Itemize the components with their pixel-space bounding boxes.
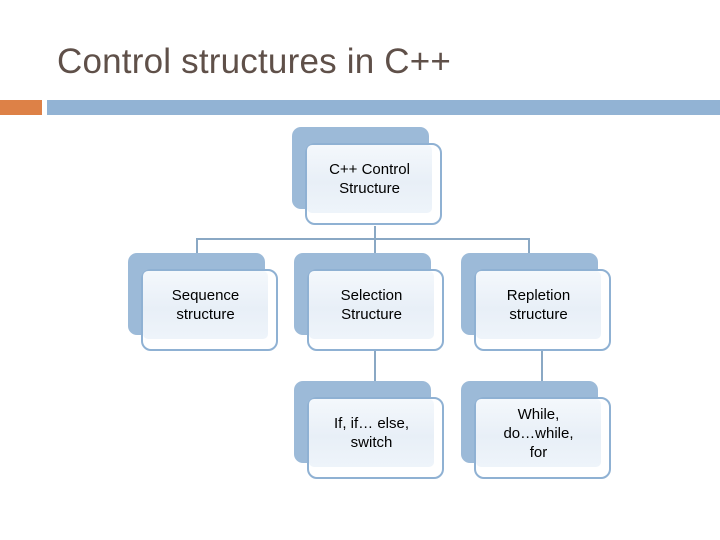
node-box: If, if… else, switch [307, 397, 444, 479]
node-box: Sequence structure [141, 269, 278, 351]
node-fill: Selection Structure [309, 271, 434, 339]
node-fill: C++ Control Structure [307, 145, 432, 213]
connector-level1-bus [196, 238, 530, 240]
node-box: Selection Structure [307, 269, 444, 351]
node-fill: Repletion structure [476, 271, 601, 339]
connector-to-selection [374, 238, 376, 255]
node-label: Sequence structure [171, 287, 240, 323]
connector-selection-to-statements [374, 345, 376, 383]
divider-bar [47, 100, 720, 115]
node-box: While, do…while, for [474, 397, 611, 479]
node-label: While, do…while, for [503, 405, 574, 461]
node-box: C++ Control Structure [305, 143, 442, 225]
connector-to-repletion [528, 238, 530, 255]
node-label: If, if… else, switch [333, 415, 410, 451]
page-title: Control structures in C++ [57, 42, 452, 81]
node-fill: While, do…while, for [476, 399, 601, 467]
connector-repletion-to-statements [541, 345, 543, 383]
divider-accent-block [0, 100, 42, 115]
node-fill: Sequence structure [143, 271, 268, 339]
node-label: Selection Structure [340, 287, 403, 323]
node-fill: If, if… else, switch [309, 399, 434, 467]
node-box: Repletion structure [474, 269, 611, 351]
connector-to-sequence [196, 238, 198, 255]
node-label: C++ Control Structure [329, 161, 410, 197]
node-label: Repletion structure [506, 287, 571, 323]
title-divider [0, 100, 720, 115]
connector-root-stem [374, 226, 376, 240]
